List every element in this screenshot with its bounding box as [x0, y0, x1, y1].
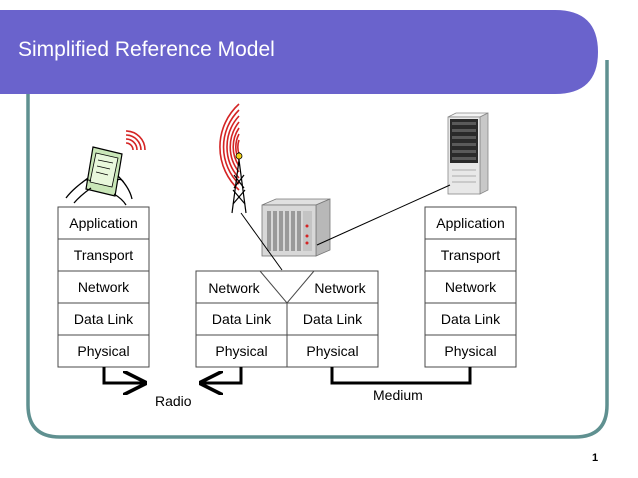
tower-router-link — [240, 212, 283, 271]
handheld-signal-waves — [125, 130, 146, 151]
middle-relay-stack: Network Network Data Link Data Link Phys… — [195, 270, 379, 368]
title-bar — [0, 10, 598, 94]
radio-arrow-left — [202, 367, 243, 383]
right-stack-cell — [424, 238, 517, 272]
left-network-label: Network — [78, 279, 130, 295]
middle-physical-right-label: Physical — [306, 343, 358, 359]
router-rack-icon — [261, 198, 331, 257]
left-stack-cell — [57, 334, 150, 368]
medium-label: Medium — [373, 387, 423, 403]
right-application-label: Application — [436, 215, 505, 231]
page-number: 1 — [592, 452, 598, 464]
slide-frame — [26, 60, 609, 439]
middle-stack-cell — [286, 334, 379, 368]
middle-physical-left-label: Physical — [215, 343, 267, 359]
middle-network-left-label: Network — [208, 280, 260, 296]
medium-connector — [330, 367, 472, 385]
right-physical-label: Physical — [444, 343, 496, 359]
middle-stack-cell — [195, 302, 288, 336]
right-transport-label: Transport — [441, 247, 501, 263]
left-stack-cell — [57, 206, 150, 240]
middle-data-link-right-label: Data Link — [303, 311, 363, 327]
right-network-label: Network — [445, 279, 497, 295]
right-stack-cell — [424, 334, 517, 368]
middle-network-right-label: Network — [314, 280, 366, 296]
router-server-link — [316, 184, 451, 246]
right-stack-cell — [424, 206, 517, 240]
middle-stack-cell — [286, 302, 379, 336]
slide-title: Simplified Reference Model — [18, 38, 275, 61]
middle-network-cell — [195, 270, 379, 304]
radio-tower-icon — [231, 152, 247, 214]
radio-arrow-right — [102, 367, 144, 383]
right-protocol-stack: Application Transport Network Data Link … — [424, 206, 517, 368]
left-physical-label: Physical — [77, 343, 129, 359]
left-data-link-label: Data Link — [74, 311, 134, 327]
radio-label: Radio — [155, 393, 192, 409]
right-data-link-label: Data Link — [441, 311, 501, 327]
left-application-label: Application — [69, 215, 138, 231]
server-tower-icon — [447, 112, 489, 195]
right-stack-cell — [424, 270, 517, 304]
handheld-pda-icon — [65, 146, 133, 206]
middle-data-link-left-label: Data Link — [212, 311, 272, 327]
left-stack-cell — [57, 270, 150, 304]
left-stack-cell — [57, 238, 150, 272]
left-protocol-stack: Application Transport Network Data Link … — [57, 206, 150, 368]
left-transport-label: Transport — [74, 247, 134, 263]
